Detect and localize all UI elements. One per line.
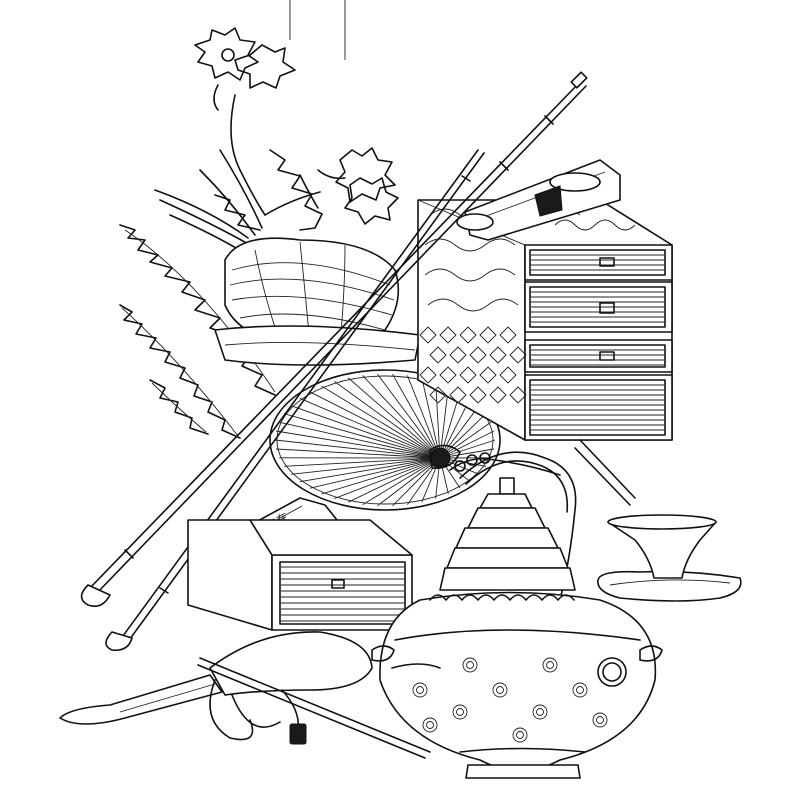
fan-tassel	[449, 452, 561, 476]
flower-sprig	[154, 27, 399, 256]
long-pipes	[80, 71, 636, 652]
small-box	[187, 519, 413, 631]
folding-fan	[269, 369, 501, 511]
incense-burner	[371, 451, 663, 779]
pipa-lute	[59, 631, 431, 759]
leafy-plant	[119, 149, 323, 439]
background-guide-lines	[289, 0, 346, 60]
melon-bowl	[214, 237, 421, 366]
lacquer-stacked-boxes	[417, 159, 673, 441]
teacup-saucer	[597, 514, 742, 602]
